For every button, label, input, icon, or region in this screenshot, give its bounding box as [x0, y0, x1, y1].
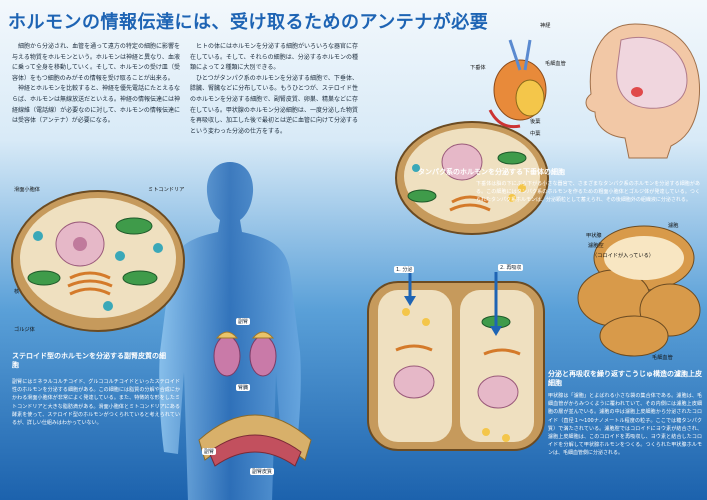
label-smooth-er: 滑面小胞体 — [14, 187, 40, 193]
pituitary-cell-illustration — [395, 121, 549, 235]
label-nerve: 神経 — [540, 23, 551, 29]
label-cortex: 副腎皮質 — [250, 468, 275, 475]
intro-column-1: 細胞から分泌され、血管を通って遠方の特定の細胞に影響を与える物質をホルモンという… — [12, 42, 180, 127]
intro-paragraph: ひとつがタンパク系のホルモンを分泌する細胞で、下垂体、膵臓、腎臓などに分布してい… — [190, 74, 359, 135]
pituitary-diagram — [488, 39, 547, 129]
protein-heading: タンパク系のホルモンを分泌する下垂体の細胞 — [418, 168, 565, 176]
label-colloid: （コロイドが入っている） — [592, 253, 654, 259]
intro-paragraph: 神経とホルモンを比較すると、神経を優先電話にたとえるならば、ホルモンは無線放送だ… — [12, 85, 180, 125]
adrenal-cell-illustration — [11, 190, 185, 332]
thyroid-cell-illustration — [367, 268, 545, 451]
label-kidney: 腎臓 — [236, 384, 251, 391]
label-capillary-head: 毛細血管 — [545, 61, 566, 67]
intro-paragraph: ヒトの体にはホルモンを分泌する細胞がいろいろな器官に存在している。そして、それら… — [190, 43, 359, 72]
thyroid-body: 甲状腺は「濾胞」とよばれる小さな袋の集合体である。濾胞は、毛細血管がからみつくよ… — [548, 393, 702, 457]
label-follicle: 甲状腺 — [586, 233, 602, 239]
intro-paragraph: 細胞から分泌され、血管を通って遠方の特定の細胞に影響を与える物質をホルモンという… — [12, 43, 180, 82]
label-adrenal-2: 副腎 — [202, 448, 217, 455]
adrenal-cross-section — [198, 414, 312, 467]
label-reabsorb: 2. 再吸収 — [498, 264, 524, 271]
label-golgi: ゴルジ体 — [14, 327, 35, 333]
head-diagram — [585, 23, 701, 159]
label-adrenal: 副腎 — [236, 318, 251, 325]
page-title: ホルモンの情報伝達には、受け取るためのアンテナが必要 — [8, 12, 489, 33]
label-posterior: 後葉 — [530, 119, 541, 125]
kidney-illustration — [213, 331, 277, 377]
label-nucleus: 核 — [14, 289, 20, 295]
label-pituitary: 下垂体 — [470, 65, 486, 71]
label-follicle-cavity: 濾胞腔 — [588, 243, 604, 249]
intro-column-2: ヒトの体にはホルモンを分泌する細胞がいろいろな器官に存在している。そして、それら… — [190, 42, 358, 137]
label-follicle-vessel: 濾胞 — [668, 223, 679, 229]
steroid-body: 副腎にはミネラルコルチコイド、グルココルチコイドといったステロイド性のホルモンを… — [12, 379, 180, 427]
label-capillary-thyroid: 毛細血管 — [652, 355, 673, 361]
steroid-heading: ステロイド型のホルモンを分泌する副腎皮質の細胞 — [12, 352, 166, 369]
thyroid-heading: 分泌と再吸収を繰り返すこうじゅ構造の濾胞上皮細胞 — [548, 370, 702, 387]
label-mitochondria: ミトコンドリア — [148, 187, 185, 193]
label-middle: 中葉 — [530, 131, 541, 137]
thyroid-follicle-cluster — [577, 225, 701, 357]
label-secrete-1: 1. 分泌 — [394, 266, 415, 273]
protein-body: 下垂体は脳の下にぶら下がる小さな器官で、さまざまなタンパク系のホルモンを分泌する… — [476, 181, 700, 204]
